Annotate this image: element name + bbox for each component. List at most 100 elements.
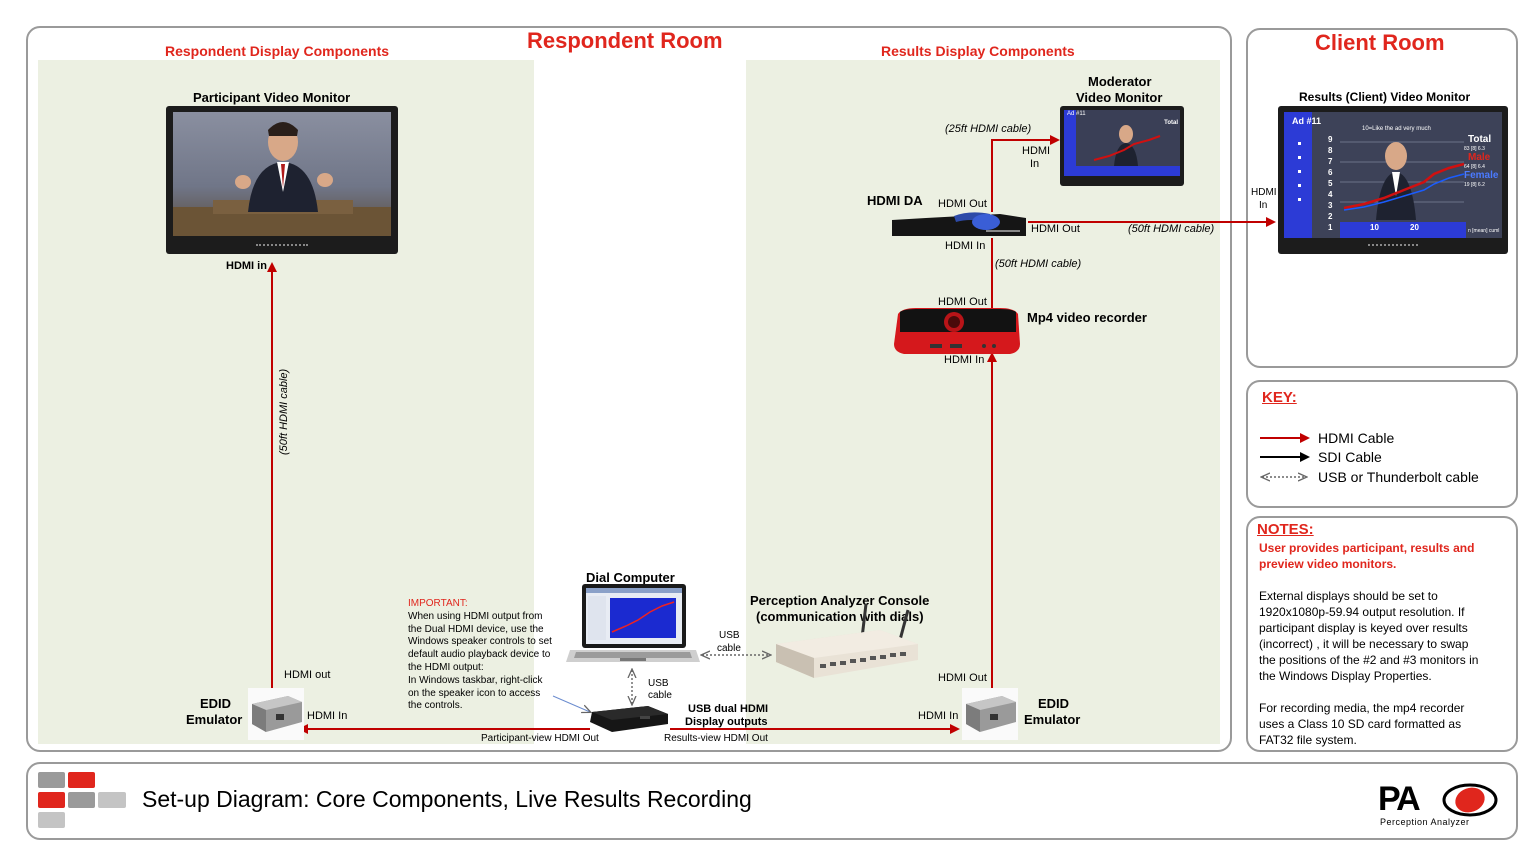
- usb-dual-title-line1: USB dual HDMI: [688, 703, 769, 715]
- results-female-label: Female: [1464, 170, 1499, 181]
- cable-25ft-label: (25ft HDMI cable): [945, 123, 1032, 135]
- edid-emulator-right-device: [962, 688, 1018, 740]
- usb-cable-v-label-2: cable: [648, 690, 672, 701]
- pa-logo-eye-icon: [1442, 783, 1498, 817]
- pa-logo-subtitle: Perception Analyzer: [1380, 817, 1470, 827]
- results-view-out-label: Results-view HDMI Out: [664, 733, 768, 744]
- moderator-monitor: Ad #11 Total: [1060, 106, 1184, 186]
- notes-line: uses a Class 10 SD card formatted as: [1259, 717, 1462, 731]
- hdmi-da-title: HDMI DA: [867, 193, 923, 208]
- notes-highlight: User provides participant, results and p…: [1259, 540, 1474, 572]
- speaker-image-icon: [173, 122, 391, 236]
- results-scale-tick: 7: [1328, 157, 1333, 166]
- notes-line: participant display is keyed over result…: [1259, 621, 1468, 635]
- recorder-hdmi-in-label: HDMI In: [944, 354, 985, 366]
- client-hdmi-in-label-1: HDMI: [1251, 187, 1277, 198]
- important-line: Windows speaker controls to set: [408, 636, 552, 648]
- client-room-title: Client Room: [1315, 30, 1445, 55]
- key-usb-label: USB or Thunderbolt cable: [1318, 469, 1479, 485]
- notes-line: the positions of the #2 and #3 monitors …: [1259, 653, 1479, 667]
- results-footer-note: n [mean] cuml: [1468, 228, 1500, 234]
- edid-right-hdmi-out-label: HDMI Out: [938, 672, 987, 684]
- results-tick-20: 20: [1410, 223, 1419, 232]
- da-hdmi-out-top-label: HDMI Out: [938, 198, 987, 210]
- important-pointer: [552, 695, 590, 712]
- results-ad-label: Ad #11: [1292, 116, 1322, 126]
- hdmi-cables: [267, 135, 1276, 734]
- usb-cable-v-label-1: USB: [648, 678, 669, 689]
- participant-monitor-title: Participant Video Monitor: [193, 90, 351, 105]
- results-monitor-buttons: [1368, 244, 1418, 250]
- cable-50ft-vertical-label: (50ft HDMI cable): [278, 368, 290, 455]
- results-scale-tick: 9: [1328, 135, 1333, 144]
- important-line: on the speaker icon to access: [408, 687, 541, 699]
- results-scale-tick: 1: [1328, 223, 1333, 232]
- hdmi-da-device: [890, 208, 1028, 238]
- key-panel: [1246, 380, 1518, 508]
- client-hdmi-in-label-2: In: [1259, 200, 1268, 211]
- results-scale-tick: 3: [1328, 201, 1333, 210]
- important-line: the controls.: [408, 700, 463, 712]
- results-chart-art: [1298, 141, 1466, 238]
- notes-paragraph-1: External displays should be set to 1920x…: [1259, 588, 1478, 684]
- important-line: When using HDMI output from: [408, 610, 543, 622]
- important-note: IMPORTANT: When using HDMI output from t…: [408, 598, 552, 713]
- moderator-total-label: Total: [1164, 120, 1178, 126]
- key-heading: KEY:: [1262, 389, 1297, 406]
- results-scale-tick: 4: [1328, 190, 1333, 199]
- results-male-stats: 64 [8] 6.4: [1464, 164, 1485, 170]
- cable-50ft-da-label: (50ft HDMI cable): [995, 258, 1082, 270]
- moderator-monitor-title-line1: Moderator: [1088, 74, 1152, 89]
- respondent-display-title: Respondent Display Components: [165, 43, 390, 59]
- usb-cables: [632, 655, 770, 704]
- moderator-ad-label: Ad #11: [1067, 111, 1086, 117]
- important-heading: IMPORTANT:: [408, 598, 468, 609]
- footer-panel: [26, 762, 1518, 840]
- console-title-line2: (communication with dials): [756, 609, 924, 624]
- notes-line: External displays should be set to: [1259, 589, 1438, 603]
- results-scale-tick: 5: [1328, 179, 1333, 188]
- usb-dual-hdmi-device: [588, 704, 670, 732]
- notes-line: 1920x1080p-59.94 output resolution. If: [1259, 605, 1465, 619]
- notes-paragraph-2: For recording media, the mp4 recorder us…: [1259, 700, 1464, 748]
- moderator-hdmi-in-label-2: In: [1030, 158, 1040, 170]
- participant-hdmi-in-label: HDMI in: [226, 260, 267, 272]
- notes-highlight-line: User provides participant, results and: [1259, 541, 1475, 555]
- console-title-line1: Perception Analyzer Console: [750, 593, 930, 608]
- important-line: In Windows taskbar, right-click: [408, 674, 543, 686]
- notes-panel: [1246, 516, 1518, 752]
- console-device: [770, 603, 920, 680]
- footer-title: Set-up Diagram: Core Components, Live Re…: [142, 786, 752, 812]
- results-banner: 10=Like the ad very much: [1362, 126, 1431, 132]
- footer-tiles-icon: [38, 772, 130, 830]
- dial-computer-laptop: [566, 584, 700, 668]
- results-tick-10: 10: [1370, 223, 1379, 232]
- results-display-title: Results Display Components: [881, 43, 1075, 59]
- recorder-hdmi-out-label: HDMI Out: [938, 296, 987, 308]
- participant-monitor: [166, 106, 398, 254]
- da-hdmi-in-label: HDMI In: [945, 240, 986, 252]
- key-hdmi-label: HDMI Cable: [1318, 430, 1395, 446]
- results-total-stats: 83 [8] 6.3: [1464, 146, 1485, 152]
- notes-line: For recording media, the mp4 recorder: [1259, 701, 1465, 715]
- important-line: the Dual HDMI device, use the: [408, 623, 544, 635]
- notes-line: (incorrect) , it will be necessary to sw…: [1259, 637, 1469, 651]
- edid-left-hdmi-in-label: HDMI In: [307, 710, 348, 722]
- edid-emulator-left-device: [248, 688, 304, 740]
- notes-heading: NOTES:: [1257, 521, 1314, 538]
- edid-right-title-line1: EDID: [1038, 696, 1070, 711]
- results-scale-tick: 2: [1328, 212, 1333, 221]
- results-monitor-title: Results (Client) Video Monitor: [1299, 90, 1471, 104]
- important-line: the HDMI output:: [408, 661, 484, 673]
- key-sdi-label: SDI Cable: [1318, 449, 1382, 465]
- usb-dual-title-line2: Display outputs: [685, 716, 768, 728]
- usb-cable-h-label-1: USB: [719, 630, 740, 641]
- usb-cable-h-label-2: cable: [717, 643, 741, 654]
- cable-50ft-client-label: (50ft HDMI cable): [1128, 223, 1215, 235]
- participant-view-out-label: Participant-view HDMI Out: [481, 733, 599, 744]
- results-total-label: Total: [1468, 134, 1492, 145]
- moderator-screen: Ad #11 Total: [1064, 110, 1180, 176]
- results-female-stats: 19 [8] 6.2: [1464, 182, 1485, 188]
